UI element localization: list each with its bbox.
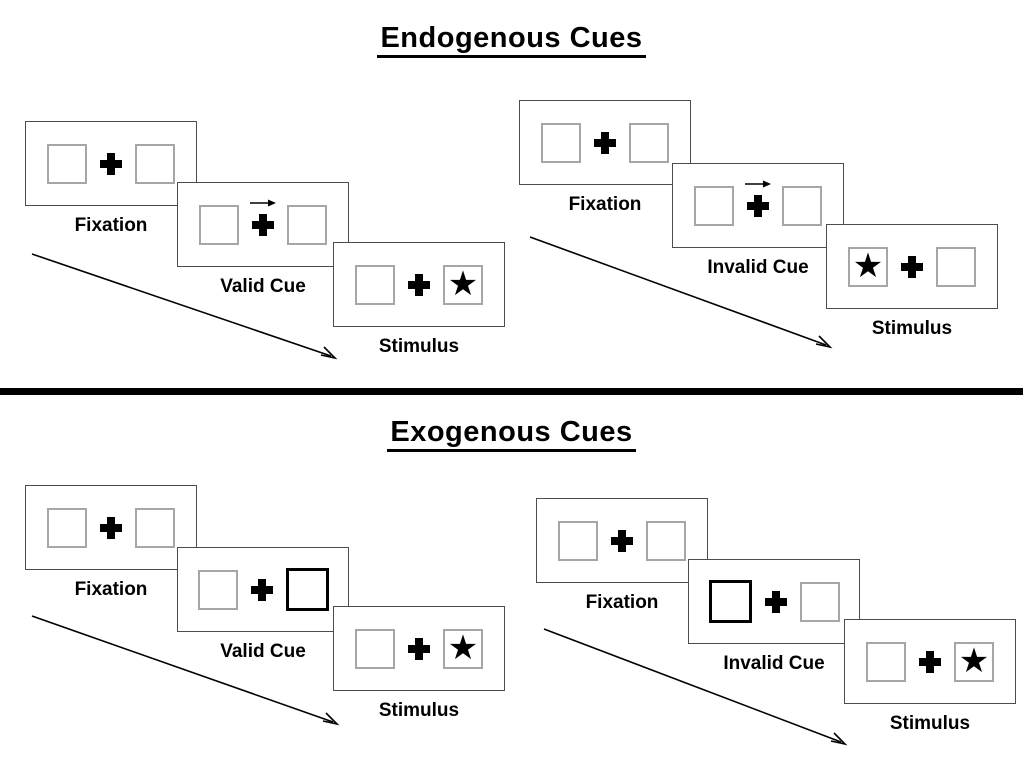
stage-stimulus: ★ Stimulus bbox=[333, 606, 505, 722]
fixation-cross-icon bbox=[100, 152, 122, 175]
stage-invalid-cue: Invalid Cue bbox=[672, 163, 844, 279]
stage-label: Stimulus bbox=[378, 336, 460, 357]
timeline-arrow bbox=[31, 615, 340, 726]
trial-screen-panel bbox=[177, 182, 349, 267]
fixation-cross-icon bbox=[901, 255, 923, 278]
left-placeholder-box bbox=[47, 143, 87, 184]
left-placeholder-box bbox=[355, 628, 395, 669]
stage-stimulus: ★ Stimulus bbox=[826, 224, 998, 340]
trial-screen-panel bbox=[672, 163, 844, 248]
right-placeholder-box bbox=[799, 581, 840, 622]
right-target-box: ★ bbox=[954, 641, 994, 682]
stage-fixation: Fixation bbox=[25, 121, 197, 237]
fixation-cross-icon bbox=[611, 529, 633, 552]
fixation-cross-icon bbox=[594, 131, 616, 154]
stage-label: Stimulus bbox=[871, 318, 953, 339]
cue-arrow-icon bbox=[745, 180, 771, 187]
trial-screen-panel bbox=[25, 121, 197, 206]
section-title-exogenous: Exogenous Cues bbox=[0, 416, 1023, 452]
stage-label: Valid Cue bbox=[220, 641, 306, 662]
left-placeholder-box bbox=[199, 204, 239, 245]
star-icon: ★ bbox=[447, 628, 479, 667]
right-placeholder-box bbox=[936, 246, 976, 287]
timeline-arrow bbox=[31, 253, 338, 360]
left-placeholder-box bbox=[558, 520, 598, 561]
stage-valid-cue: Valid Cue bbox=[177, 547, 349, 663]
left-placeholder-box bbox=[866, 641, 906, 682]
fixation-cross-icon bbox=[919, 650, 941, 673]
trial-screen-panel bbox=[519, 100, 691, 185]
timeline-arrow bbox=[543, 628, 848, 746]
section-title-text: Endogenous Cues bbox=[377, 22, 646, 58]
star-icon: ★ bbox=[447, 264, 479, 303]
left-cue-highlight-box bbox=[708, 580, 752, 623]
right-target-box: ★ bbox=[443, 628, 483, 669]
stage-label: Fixation bbox=[74, 579, 148, 600]
trial-screen-panel bbox=[177, 547, 349, 632]
stage-label: Stimulus bbox=[889, 713, 971, 734]
stage-stimulus: ★ Stimulus bbox=[844, 619, 1016, 735]
stage-label: Invalid Cue bbox=[707, 257, 809, 278]
star-icon: ★ bbox=[852, 246, 884, 285]
right-placeholder-box bbox=[646, 520, 686, 561]
stage-valid-cue: Valid Cue bbox=[177, 182, 349, 298]
timeline-arrow bbox=[529, 236, 833, 349]
right-target-box: ★ bbox=[443, 264, 483, 305]
stage-fixation: Fixation bbox=[536, 498, 708, 614]
right-placeholder-box bbox=[135, 507, 175, 548]
fixation-cross-icon bbox=[747, 194, 769, 217]
trial-screen-panel bbox=[536, 498, 708, 583]
trial-screen-panel bbox=[25, 485, 197, 570]
stage-label: Fixation bbox=[585, 592, 659, 613]
trial-screen-panel bbox=[688, 559, 860, 644]
fixation-cross-icon bbox=[250, 578, 273, 601]
star-icon: ★ bbox=[958, 641, 990, 680]
right-placeholder-box bbox=[135, 143, 175, 184]
fixation-cross-icon bbox=[408, 637, 430, 660]
fixation-cross-icon bbox=[408, 273, 430, 296]
stage-label: Stimulus bbox=[378, 700, 460, 721]
right-placeholder-box bbox=[287, 204, 327, 245]
cue-arrow-icon bbox=[250, 199, 276, 206]
stage-invalid-cue: Invalid Cue bbox=[688, 559, 860, 675]
section-title-text: Exogenous Cues bbox=[387, 416, 636, 452]
left-placeholder-box bbox=[355, 264, 395, 305]
trial-screen-panel: ★ bbox=[333, 606, 505, 691]
trial-screen-panel: ★ bbox=[826, 224, 998, 309]
section-title-endogenous: Endogenous Cues bbox=[0, 22, 1023, 58]
right-placeholder-box bbox=[629, 122, 669, 163]
left-placeholder-box bbox=[47, 507, 87, 548]
stage-label: Valid Cue bbox=[220, 276, 306, 297]
stage-fixation: Fixation bbox=[519, 100, 691, 216]
left-placeholder-box bbox=[694, 185, 734, 226]
trial-screen-panel: ★ bbox=[844, 619, 1016, 704]
stage-label: Fixation bbox=[568, 194, 642, 215]
left-placeholder-box bbox=[197, 569, 238, 610]
trial-screen-panel: ★ bbox=[333, 242, 505, 327]
fixation-cross-icon bbox=[100, 516, 122, 539]
stage-fixation: Fixation bbox=[25, 485, 197, 601]
right-cue-highlight-box bbox=[285, 568, 329, 611]
section-divider bbox=[0, 388, 1023, 395]
fixation-cross-icon bbox=[764, 590, 787, 613]
stage-stimulus: ★ Stimulus bbox=[333, 242, 505, 358]
stage-label: Invalid Cue bbox=[723, 653, 825, 674]
stage-label: Fixation bbox=[74, 215, 148, 236]
left-placeholder-box bbox=[541, 122, 581, 163]
fixation-cross-icon bbox=[252, 213, 274, 236]
left-target-box: ★ bbox=[848, 246, 888, 287]
right-placeholder-box bbox=[782, 185, 822, 226]
